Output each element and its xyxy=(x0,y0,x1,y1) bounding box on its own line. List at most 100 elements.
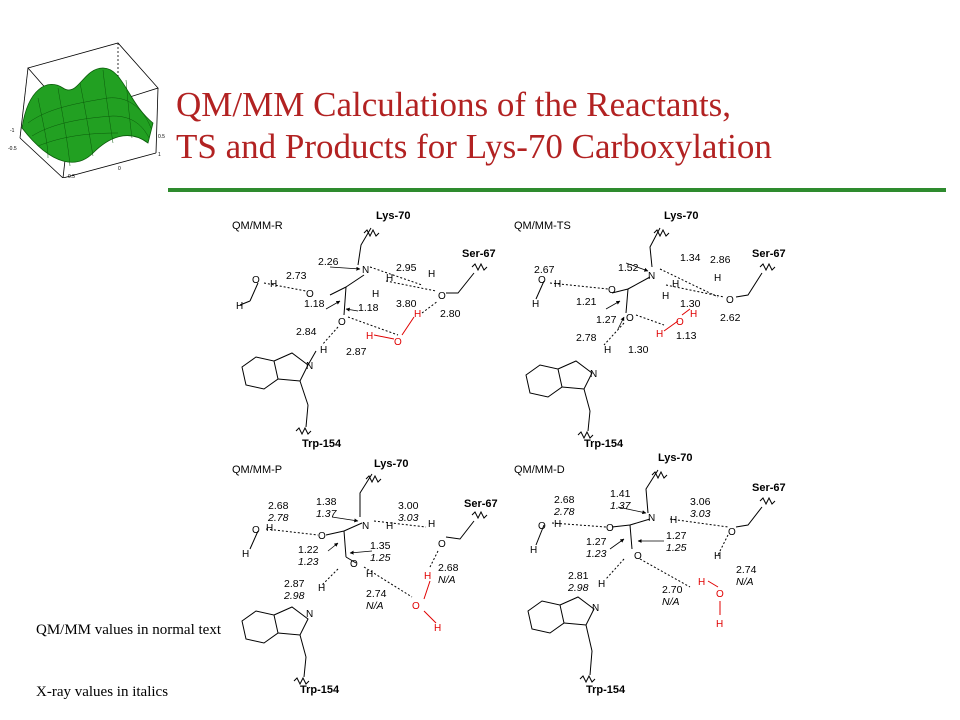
atom-label: H xyxy=(428,519,435,530)
atom-label: O xyxy=(626,313,634,324)
svg-text:0: 0 xyxy=(118,166,121,172)
atom-label: O xyxy=(338,317,346,328)
distance: 3.80 xyxy=(396,298,417,310)
distance-xray: 1.23 xyxy=(298,556,319,568)
atom-label: O xyxy=(728,527,736,538)
residue-ser67: Ser-67 xyxy=(464,498,498,510)
legend-italic-text: X-ray values in italics xyxy=(36,684,169,700)
distance: 1.34 xyxy=(680,252,701,264)
distance: 2.73 xyxy=(286,270,307,282)
atom-label: H xyxy=(366,331,373,342)
distance: 1.30 xyxy=(628,344,649,356)
distance-xray: 3.03 xyxy=(398,512,419,524)
distance-xray: 1.25 xyxy=(370,552,391,564)
atom-label: H xyxy=(670,515,677,526)
distance: 1.13 xyxy=(676,330,697,342)
atom-label: O xyxy=(538,275,546,286)
svg-text:0.5: 0.5 xyxy=(158,134,165,140)
svg-text:0.5: 0.5 xyxy=(68,174,75,178)
distance: 1.30 xyxy=(680,298,701,310)
atom-label: O xyxy=(676,317,684,328)
distance: 2.68 xyxy=(438,562,459,574)
3d-surface-plot-icon: -1-0.5 0.50 0.51 xyxy=(8,42,165,178)
atom-label: H xyxy=(690,309,697,320)
distance: 2.68 xyxy=(554,494,575,506)
atom-label: H xyxy=(554,279,561,290)
atom-label: H xyxy=(386,273,393,284)
atom-label: O xyxy=(726,295,734,306)
residue-trp154: Trp-154 xyxy=(584,438,624,450)
distance: 2.87 xyxy=(284,578,305,590)
distance-xray: 3.03 xyxy=(690,508,711,520)
distance: 1.27 xyxy=(596,314,617,326)
atom-label: O xyxy=(606,523,614,534)
atom-label: H xyxy=(270,279,277,290)
slide-title: QM/MM Calculations of the Reactants, TS … xyxy=(176,84,946,168)
panel-label: QM/MM-TS xyxy=(514,220,571,232)
atom-label: O xyxy=(306,289,314,300)
residue-ser67: Ser-67 xyxy=(752,482,786,494)
atom-label: O xyxy=(438,539,446,550)
atom-label: H xyxy=(662,291,669,302)
atom-label: N xyxy=(648,513,655,524)
residue-lys70: Lys-70 xyxy=(658,452,692,464)
qmmm-structures-diagram: QM/MM-R Lys-70 Ser-67 Trp-154 xyxy=(232,210,786,696)
svg-text:1: 1 xyxy=(158,152,161,158)
residue-trp154: Trp-154 xyxy=(586,684,626,696)
residue-ser67: Ser-67 xyxy=(752,248,786,260)
distance: 2.68 xyxy=(268,500,289,512)
distance: 2.62 xyxy=(720,312,741,324)
distance: 2.87 xyxy=(346,346,367,358)
distance-xray: N/A xyxy=(662,596,680,608)
atom-label: O xyxy=(350,559,358,570)
distance-xray: 1.37 xyxy=(610,500,632,512)
atom-label: N xyxy=(306,609,313,620)
distance: 1.35 xyxy=(370,540,391,552)
atom-label: H xyxy=(656,329,663,340)
legend-normal-text: QM/MM values in normal text xyxy=(36,622,221,638)
distance: 2.74 xyxy=(366,588,387,600)
atom-label: H xyxy=(698,577,705,588)
atom-label: H xyxy=(386,521,393,532)
atom-label: H xyxy=(716,619,723,630)
distance-xray: 2.98 xyxy=(567,582,589,594)
atom-label: O xyxy=(438,291,446,302)
atom-label: H xyxy=(530,545,537,556)
atom-label: O xyxy=(252,275,260,286)
residue-lys70: Lys-70 xyxy=(664,210,698,222)
distance: 3.06 xyxy=(690,496,711,508)
distance: 2.70 xyxy=(662,584,683,596)
distance: 2.86 xyxy=(710,254,731,266)
atom-label: O xyxy=(634,551,642,562)
atom-label: O xyxy=(318,531,326,542)
distance: 3.00 xyxy=(398,500,419,512)
distance: 1.27 xyxy=(666,530,687,542)
atom-label: H xyxy=(366,569,373,580)
panel-label: QM/MM-D xyxy=(514,464,565,476)
atom-label: H xyxy=(318,583,325,594)
distance: 2.80 xyxy=(440,308,461,320)
atom-label: H xyxy=(598,579,605,590)
distance-xray: N/A xyxy=(736,576,754,588)
distance: 1.18 xyxy=(358,302,379,314)
distance: 1.27 xyxy=(586,536,607,548)
distance-xray: 2.98 xyxy=(283,590,305,602)
svg-text:-0.5: -0.5 xyxy=(8,146,17,152)
atom-label: H xyxy=(414,309,421,320)
title-line-1: QM/MM Calculations of the Reactants, xyxy=(176,85,732,124)
distance: 2.67 xyxy=(534,264,555,276)
distance: 1.21 xyxy=(576,296,597,308)
atom-label: H xyxy=(236,301,243,312)
distance: 2.78 xyxy=(576,332,597,344)
distance-xray: N/A xyxy=(366,600,384,612)
atom-label: H xyxy=(532,299,539,310)
distance-xray: 2.78 xyxy=(267,512,289,524)
atom-label: H xyxy=(372,289,379,300)
residue-ser67: Ser-67 xyxy=(462,248,496,260)
atom-label: O xyxy=(394,337,402,348)
atom-label: H xyxy=(554,519,561,530)
atom-label: O xyxy=(538,521,546,532)
atom-label: H xyxy=(320,345,327,356)
distance: 2.26 xyxy=(318,256,339,268)
atom-label: N xyxy=(592,603,599,614)
